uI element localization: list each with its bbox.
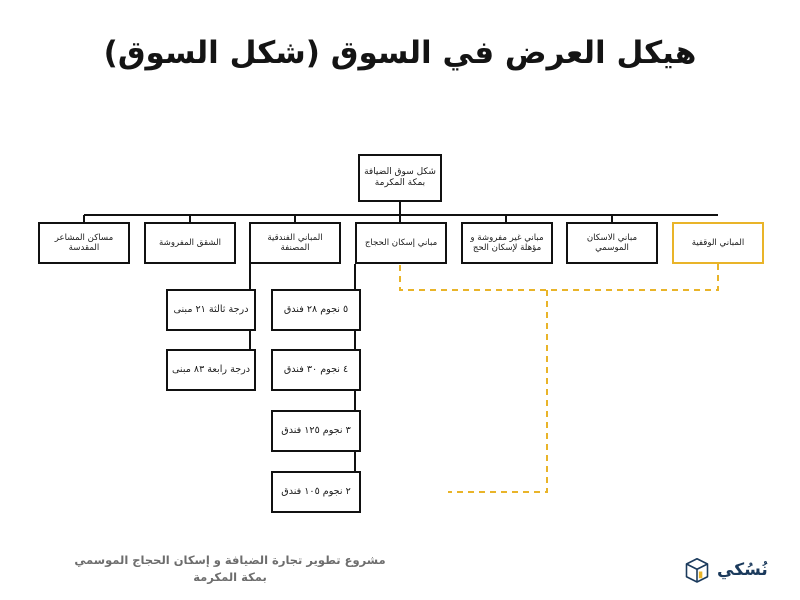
node-label: الشقق المفروشة — [159, 237, 221, 248]
footer-caption: مشروع تطوير تجارة الضيافة و إسكان الحجاج… — [0, 552, 460, 585]
node-label: ٤ نجوم ٣٠ فندق — [283, 364, 349, 376]
node-daraja-rabia[interactable]: درجة رابعة ٨٣ مبنى — [166, 349, 256, 391]
footer-line-2: بمكة المكرمة — [193, 569, 267, 584]
node-label: درجة ثالثة ٢١ مبنى — [173, 304, 249, 316]
node-hotels-5-star[interactable]: ٥ نجوم ٢٨ فندق — [271, 289, 361, 331]
logo-wordmark: نُسُكي — [717, 559, 768, 580]
node-daraja-thalitha[interactable]: درجة ثالثة ٢١ مبنى — [166, 289, 256, 331]
node-label: مباني إسكان الحجاج — [364, 237, 438, 248]
node-mabani-iskan-hujjaj[interactable]: مباني إسكان الحجاج — [355, 222, 447, 264]
node-hotels-4-star[interactable]: ٤ نجوم ٣٠ فندق — [271, 349, 361, 391]
node-mabani-ghair-mafrousha[interactable]: مباني غير مفروشة و مؤهلة لإسكان الحج — [461, 222, 553, 264]
dashed-connectors — [398, 264, 720, 494]
brand-logo: نُسُكي — [682, 552, 786, 588]
node-label: درجة رابعة ٨٣ مبنى — [171, 364, 251, 376]
page-title: هيكل العرض في السوق (شكل السوق) — [103, 35, 697, 71]
node-label: ٥ نجوم ٢٨ فندق — [283, 304, 349, 316]
node-label: المباني الفندقية المصنفة — [267, 232, 323, 253]
cube-icon — [685, 557, 709, 583]
node-label: مساكن المشاعر المقدسة — [54, 232, 114, 253]
node-mabani-funduqiya[interactable]: المباني الفندقية المصنفة — [249, 222, 341, 264]
node-hotels-2-star[interactable]: ٢ نجوم ١٠٥ فندق — [271, 471, 361, 513]
node-shoqaq-mafrousha[interactable]: الشقق المفروشة — [144, 222, 236, 264]
node-root[interactable]: شكل سوق الضيافة بمكة المكرمة — [358, 154, 442, 202]
node-mabani-waqfiya[interactable]: المباني الوقفية — [672, 222, 764, 264]
node-label: مباني الاسكان الموسمي — [586, 232, 638, 253]
node-label: ٣ نجوم ١٢٥ فندق — [281, 425, 351, 437]
node-hotels-3-star[interactable]: ٣ نجوم ١٢٥ فندق — [271, 410, 361, 452]
footer-line-1: مشروع تطوير تجارة الضيافة و إسكان الحجاج… — [74, 553, 386, 567]
node-mabani-iskan-mawsimi[interactable]: مباني الاسكان الموسمي — [566, 222, 658, 264]
node-label: مباني غير مفروشة و مؤهلة لإسكان الحج — [470, 232, 544, 253]
node-masakin-almashaer[interactable]: مساكن المشاعر المقدسة — [38, 222, 130, 264]
node-label: المباني الوقفية — [691, 237, 745, 248]
node-label: ٢ نجوم ١٠٥ فندق — [281, 486, 351, 498]
node-root-label: شكل سوق الضيافة بمكة المكرمة — [364, 167, 436, 188]
